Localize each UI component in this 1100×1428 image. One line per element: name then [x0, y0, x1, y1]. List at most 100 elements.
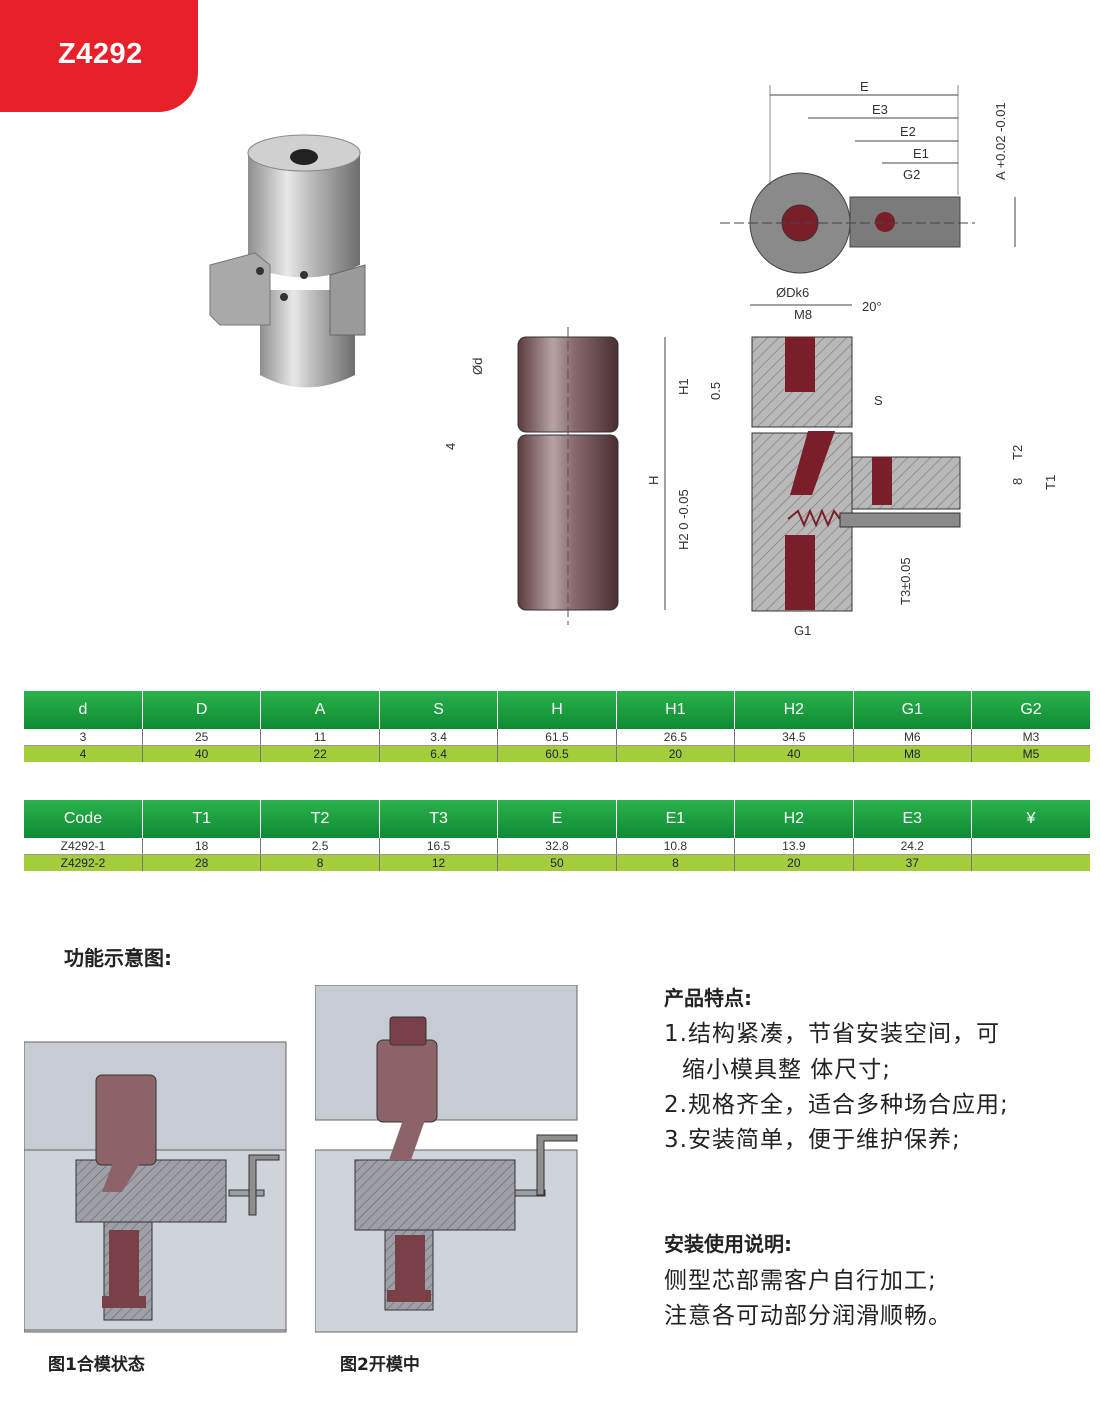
fig1-caption: 图1合模状态	[48, 1355, 145, 1375]
table-cell: 40	[142, 745, 262, 762]
table-cell: 34.5	[734, 729, 854, 746]
column-header: H1	[616, 691, 736, 729]
table-cell: 12	[379, 854, 499, 871]
column-header: H2	[734, 800, 854, 838]
table-cell: 10.8	[616, 838, 736, 855]
fig2-opening-mold	[315, 985, 578, 1333]
column-header: Code	[24, 800, 143, 838]
column-header: H2	[734, 691, 854, 729]
table-cell	[971, 854, 1090, 871]
feature-line: 3.安装简单，便于维护保养;	[664, 1127, 961, 1153]
dim-h1: H1	[676, 378, 691, 395]
column-header: ¥	[971, 800, 1090, 838]
table-cell: 50	[497, 854, 617, 871]
dim-eight: 8	[1010, 478, 1025, 485]
column-header: A	[260, 691, 380, 729]
fig1-closed-mold	[24, 1041, 287, 1333]
dim-e2: E2	[900, 124, 916, 139]
dim-a-tol: A +0.02 -0.01	[993, 102, 1008, 180]
dim-s: S	[874, 393, 883, 408]
table-cell: 61.5	[497, 729, 617, 746]
dim-g1: G1	[794, 623, 811, 638]
table-cell: 24.2	[853, 838, 973, 855]
table-cell: 3.4	[379, 729, 499, 746]
table-cell: 60.5	[497, 745, 617, 762]
table-cell: M5	[971, 745, 1090, 762]
dim-h: H	[646, 476, 661, 485]
table-cell: M8	[853, 745, 973, 762]
table-cell: 20	[734, 854, 854, 871]
table-cell: 8	[616, 854, 736, 871]
column-header: G1	[853, 691, 973, 729]
table-cell: Z4292-2	[24, 854, 143, 871]
column-header: H	[497, 691, 617, 729]
dim-t3: T3±0.05	[898, 557, 913, 605]
dim-m8: M8	[794, 307, 812, 322]
fig2-caption: 图2开模中	[340, 1355, 420, 1375]
column-header: T2	[260, 800, 380, 838]
table-cell: 18	[142, 838, 262, 855]
dim-e3: E3	[872, 102, 888, 117]
dim-t2: T2	[1010, 445, 1025, 460]
table-cell: 2.5	[260, 838, 380, 855]
table-cell: 25	[142, 729, 262, 746]
table-cell: 22	[260, 745, 380, 762]
column-header: G2	[971, 691, 1090, 729]
dim-h2: H2 0 -0.05	[676, 489, 691, 550]
features-title: 产品特点:	[664, 986, 752, 1010]
table-cell: 37	[853, 854, 973, 871]
install-line: 注意各可动部分润滑顺畅。	[664, 1303, 952, 1329]
table-cell: 6.4	[379, 745, 499, 762]
top-view: E E3 E2 E1 G2 A +0.02 -0.01 ØDk6	[720, 79, 1016, 306]
table-cell: 26.5	[616, 729, 736, 746]
column-header: d	[24, 691, 143, 729]
table-cell: M6	[853, 729, 973, 746]
table-cell: 32.8	[497, 838, 617, 855]
column-header: T1	[142, 800, 262, 838]
table-cell	[971, 838, 1090, 855]
product-photo	[209, 134, 366, 388]
feature-line: 缩小模具整 体尺寸;	[682, 1057, 892, 1083]
column-header: T3	[379, 800, 499, 838]
dim-four: 4	[443, 443, 458, 450]
table-cell: M3	[971, 729, 1090, 746]
table-cell: 16.5	[379, 838, 499, 855]
table-cell: 28	[142, 854, 262, 871]
function-title: 功能示意图:	[64, 946, 172, 970]
dim-g2: G2	[903, 167, 920, 182]
dim-e: E	[860, 79, 869, 94]
table-cell: Z4292-1	[24, 838, 143, 855]
table-cell: 3	[24, 729, 143, 746]
section-view: M8 20° S T2 8 T1 T3±0.05 G1	[751, 299, 1058, 638]
column-header: E3	[853, 800, 973, 838]
table-cell: 8	[260, 854, 380, 871]
table-cell: 13.9	[734, 838, 854, 855]
table-cell: 40	[734, 745, 854, 762]
dim-small-d: Ød	[470, 358, 485, 375]
technical-drawing: E E3 E2 E1 G2 A +0.02 -0.01 ØDk6 Ød 4 H …	[443, 79, 1058, 638]
front-view: Ød 4 H H1 0.5 H2 0 -0.05	[443, 327, 723, 625]
column-header: S	[379, 691, 499, 729]
dim-t1: T1	[1043, 475, 1058, 490]
feature-line: 1.结构紧凑，节省安装空间，可	[664, 1021, 1000, 1047]
dim-half: 0.5	[708, 382, 723, 400]
product-code: Z4292	[58, 38, 143, 70]
dim-e1: E1	[913, 146, 929, 161]
dim-d: ØDk6	[776, 285, 809, 300]
table-cell: 4	[24, 745, 143, 762]
feature-line: 2.规格齐全，适合多种场合应用;	[664, 1092, 1009, 1118]
column-header: E1	[616, 800, 736, 838]
column-header: D	[142, 691, 262, 729]
title-tab: Z4292	[0, 0, 198, 112]
table-cell: 20	[616, 745, 736, 762]
table-cell: 11	[260, 729, 380, 746]
dim-angle: 20°	[862, 299, 882, 314]
